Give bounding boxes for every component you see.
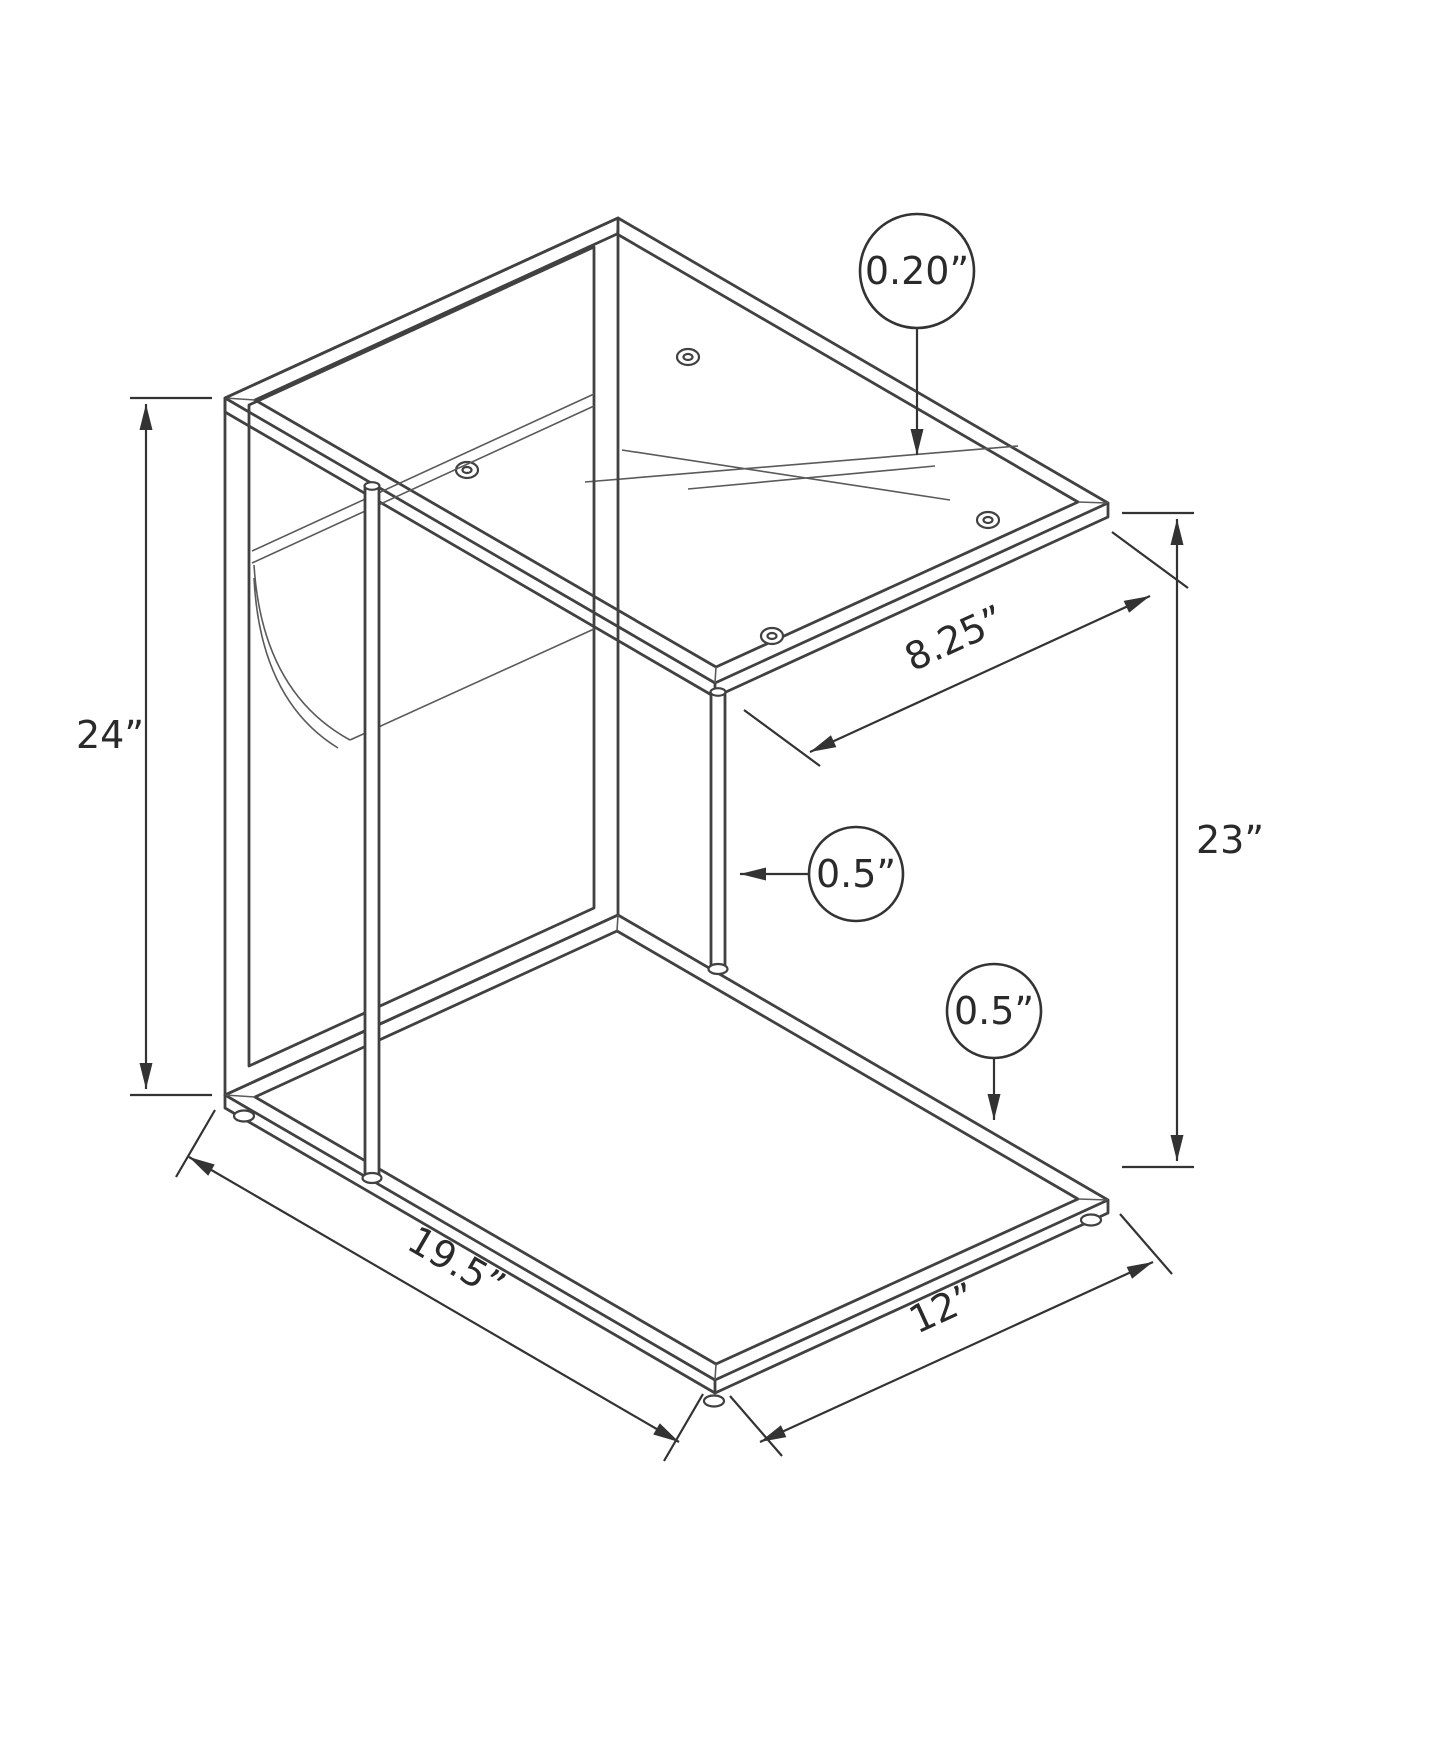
dim-base-thickness-label: 0.5” [954, 989, 1034, 1033]
support-leg-right [707, 687, 729, 976]
leg-front-cap [363, 481, 381, 491]
leg-right-tube [709, 692, 727, 966]
dim-base-depth: 12” [729, 1213, 1173, 1457]
dim-base-length: 19.5” [175, 1109, 704, 1462]
dim-top-overhang-line [809, 595, 1151, 753]
dim-leg-diameter: 0.5” [740, 825, 905, 923]
leg-front-tube [363, 486, 381, 1176]
leg-right-foot [707, 962, 729, 976]
base-foot-front [702, 1394, 726, 1408]
dim-base-depth-line [759, 1260, 1154, 1444]
glass-panel [454, 347, 1019, 646]
dim-leg-diameter-label: 0.5” [816, 852, 896, 896]
support-leg-front [361, 481, 383, 1185]
sling-rail [251, 393, 595, 564]
dim-glass-thickness: 0.20” [858, 212, 976, 455]
dim-base-depth-label: 12” [902, 1274, 982, 1342]
leg-front-foot [361, 1171, 383, 1185]
glass-clip [975, 510, 1001, 530]
left-side-frame [223, 216, 620, 1097]
dim-right-height-extensions [1122, 511, 1194, 1169]
dim-left-height-extensions [130, 396, 212, 1097]
dim-base-depth-extensions [729, 1213, 1173, 1457]
sling-front-curve [253, 564, 351, 749]
sling-bottom-edge [349, 628, 595, 741]
dim-right-height-label: 23” [1196, 818, 1264, 862]
magazine-sling [251, 393, 595, 749]
dim-left-height-label: 24” [76, 713, 144, 757]
glass-clip [759, 626, 785, 646]
dim-base-length-line [188, 1156, 680, 1443]
base-foot-right [1079, 1213, 1103, 1227]
glass-clip [675, 347, 701, 367]
glass-reflection-lines [584, 445, 1019, 501]
dim-right-height: 23” [1122, 511, 1264, 1169]
dim-left-height: 24” [76, 396, 212, 1097]
base-foot-left [232, 1109, 256, 1123]
dim-base-thickness: 0.5” [945, 962, 1043, 1120]
dim-base-length-extensions [175, 1109, 704, 1462]
left-frame-inner [247, 245, 596, 1068]
dim-base-thickness-callout-circle [945, 962, 1043, 1060]
dim-leg-callout-circle [807, 825, 905, 923]
dim-glass-thickness-label: 0.20” [865, 249, 969, 293]
leg-right-cap [709, 687, 727, 697]
dim-glass-callout-circle [858, 212, 976, 330]
base-miters [224, 914, 1109, 1381]
left-frame-outer [223, 216, 620, 1097]
